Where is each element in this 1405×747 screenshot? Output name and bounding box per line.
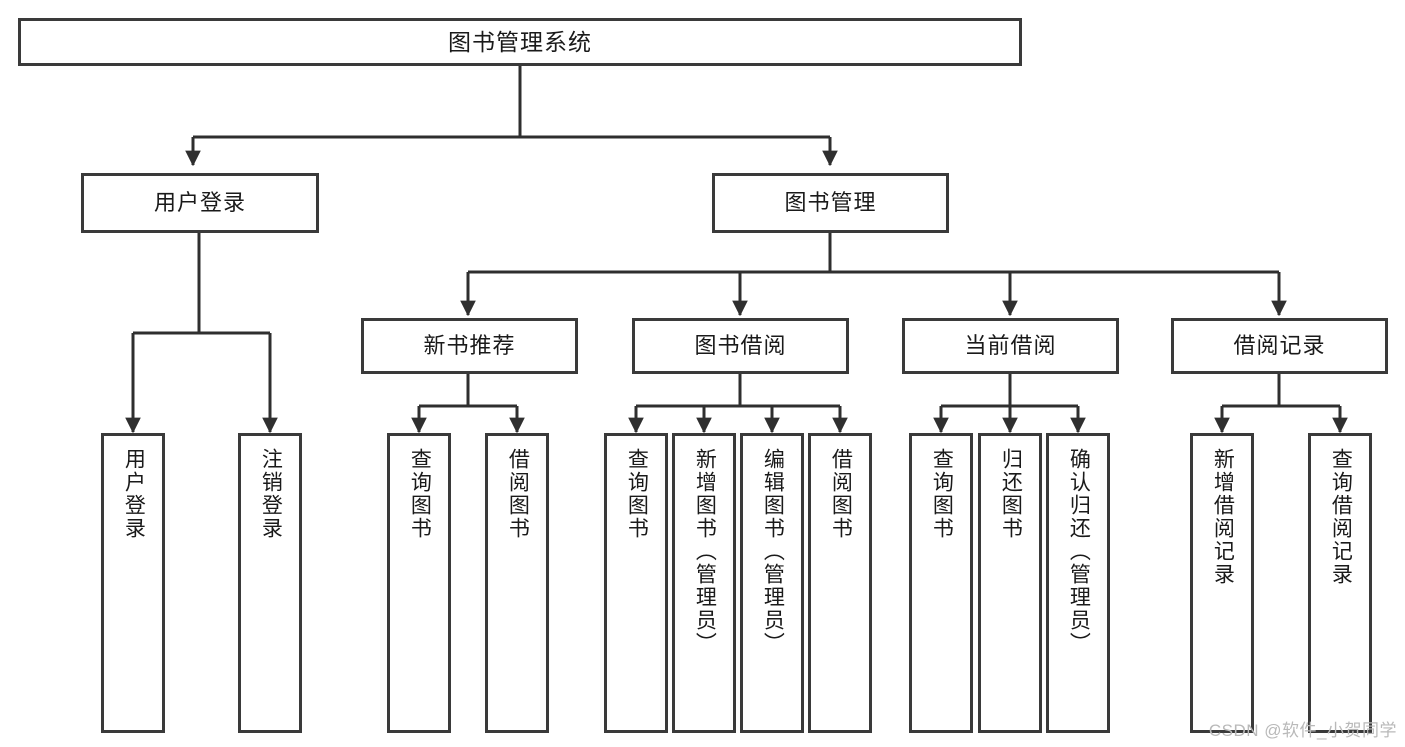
node-book-borrow[interactable]: 图书借阅	[632, 318, 849, 374]
leaf-borrow-book-2-label: 借阅图书	[829, 448, 853, 540]
node-new-book-recommend-label: 新书推荐	[423, 333, 516, 359]
leaf-borrow-book-1[interactable]: 借阅图书	[485, 433, 549, 733]
node-borrow-record[interactable]: 借阅记录	[1171, 318, 1388, 374]
leaf-add-book[interactable]: 新增图书（管理员）	[672, 433, 736, 733]
leaf-confirm-return-label: 确认归还（管理员）	[1067, 448, 1091, 655]
node-book-borrow-label: 图书借阅	[694, 333, 787, 359]
leaf-borrow-book-1-label: 借阅图书	[506, 448, 530, 540]
leaf-user-logout[interactable]: 注销登录	[238, 433, 302, 733]
leaf-query-book-1-label: 查询图书	[408, 448, 432, 540]
leaf-edit-book[interactable]: 编辑图书（管理员）	[740, 433, 804, 733]
leaf-add-book-label: 新增图书（管理员）	[693, 448, 717, 655]
node-root[interactable]: 图书管理系统	[18, 18, 1022, 66]
node-root-label: 图书管理系统	[448, 28, 592, 55]
node-current-borrow-label: 当前借阅	[964, 333, 1057, 359]
leaf-query-record[interactable]: 查询借阅记录	[1308, 433, 1372, 733]
leaf-user-login[interactable]: 用户登录	[101, 433, 165, 733]
leaf-query-book-2[interactable]: 查询图书	[604, 433, 668, 733]
leaf-query-book-1[interactable]: 查询图书	[387, 433, 451, 733]
leaf-return-book-label: 归还图书	[999, 448, 1023, 540]
leaf-add-record[interactable]: 新增借阅记录	[1190, 433, 1254, 733]
node-book-manage-label: 图书管理	[784, 190, 877, 216]
leaf-query-record-label: 查询借阅记录	[1329, 448, 1353, 586]
node-new-book-recommend[interactable]: 新书推荐	[361, 318, 578, 374]
node-book-manage[interactable]: 图书管理	[712, 173, 949, 233]
node-borrow-record-label: 借阅记录	[1233, 333, 1326, 359]
leaf-query-book-2-label: 查询图书	[625, 448, 649, 540]
leaf-confirm-return[interactable]: 确认归还（管理员）	[1046, 433, 1110, 733]
leaf-query-book-3-label: 查询图书	[930, 448, 954, 540]
leaf-add-record-label: 新增借阅记录	[1211, 448, 1235, 586]
node-current-borrow[interactable]: 当前借阅	[902, 318, 1119, 374]
leaf-query-book-3[interactable]: 查询图书	[909, 433, 973, 733]
node-user-login[interactable]: 用户登录	[81, 173, 319, 233]
leaf-user-logout-label: 注销登录	[259, 448, 283, 540]
node-user-login-label: 用户登录	[153, 190, 246, 216]
leaf-return-book[interactable]: 归还图书	[978, 433, 1042, 733]
leaf-user-login-label: 用户登录	[122, 448, 146, 540]
leaf-edit-book-label: 编辑图书（管理员）	[761, 448, 785, 655]
csdn-watermark: CSDN @软件_小贺同学	[1208, 721, 1397, 740]
leaf-borrow-book-2[interactable]: 借阅图书	[808, 433, 872, 733]
